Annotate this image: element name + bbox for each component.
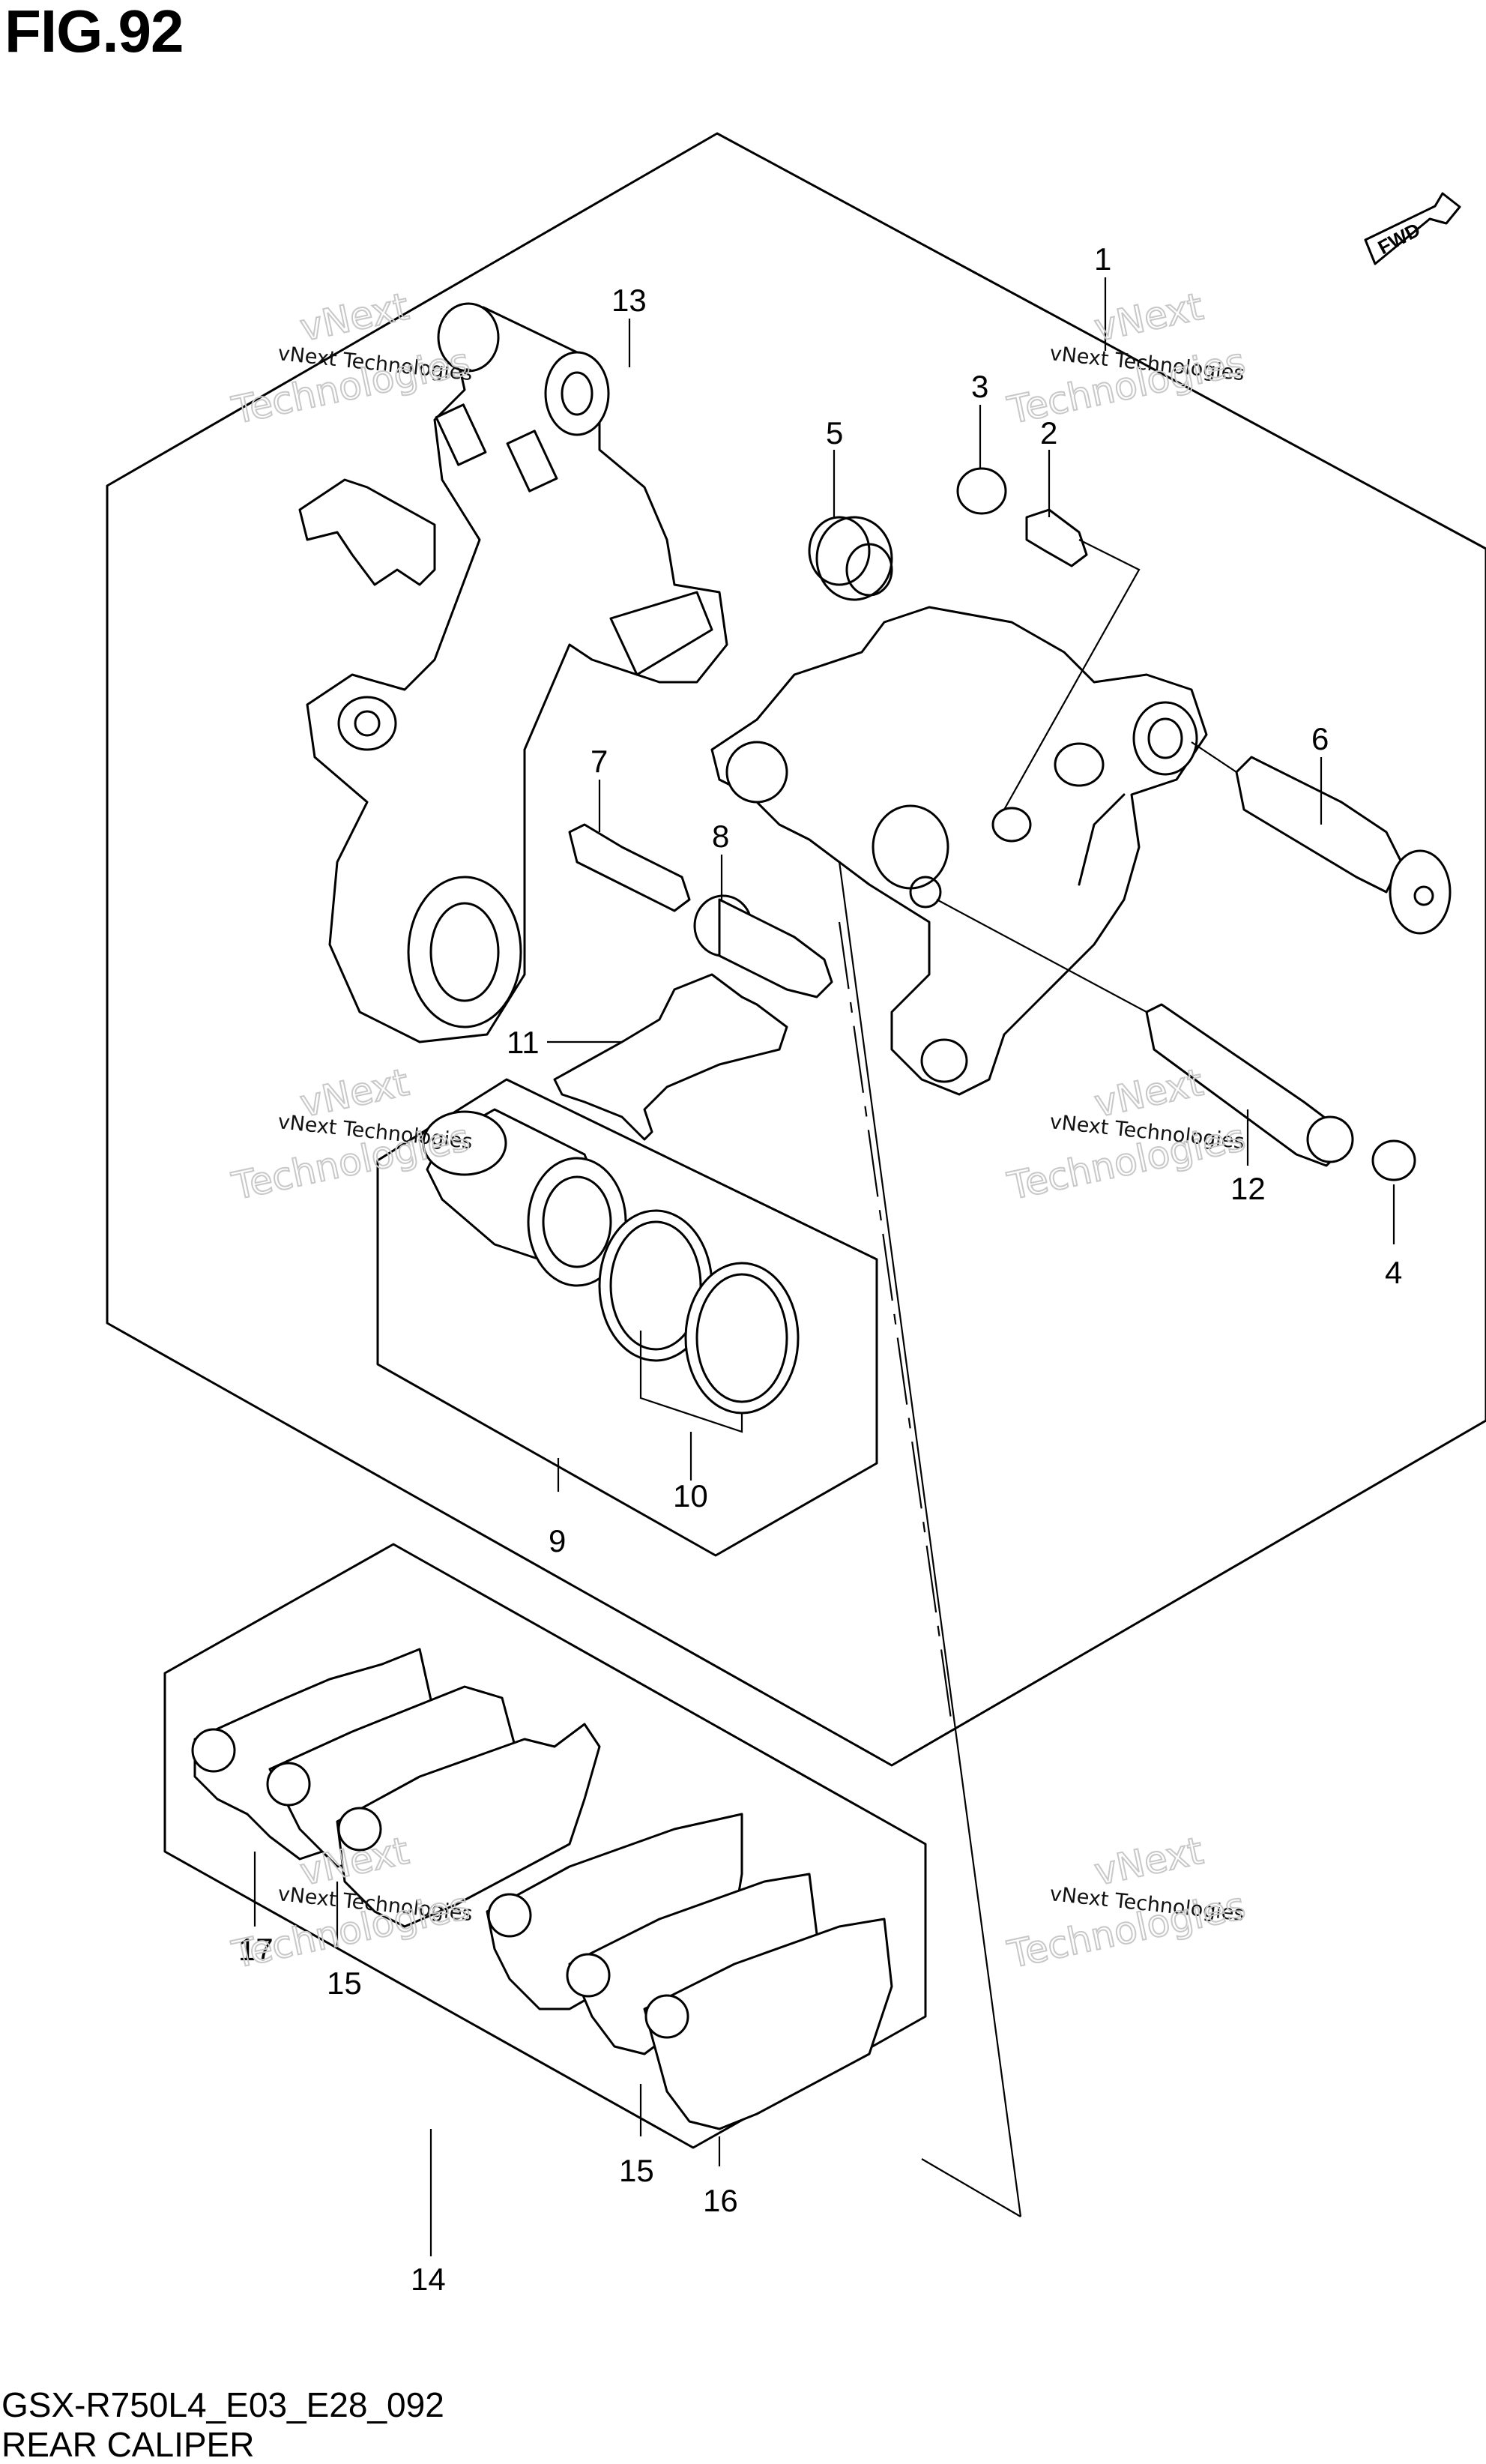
part-7-pin-drawing: [568, 823, 691, 912]
callout-15b: 15: [619, 2153, 654, 2188]
bracket-clip-drawing: [298, 478, 436, 586]
callout-labels: 1 2 3 4 5 6 7 8 9 10 11 12 13 14 15 15 1…: [238, 241, 1402, 2297]
part-6-pin-drawing: [1191, 741, 1452, 935]
caliper-bracket-drawing: [306, 302, 728, 1043]
callout-13: 13: [611, 283, 647, 318]
part-4-plug-drawing: [1371, 1139, 1416, 1181]
svg-text:vNext: vNext: [296, 1061, 412, 1126]
leader-line-pads: [921, 2158, 1021, 2217]
svg-text:vNext: vNext: [1090, 1061, 1206, 1126]
svg-text:vNext: vNext: [1090, 1829, 1206, 1894]
caliper-assembly-outline: [106, 132, 1486, 1767]
leader-line-long: [823, 749, 1022, 2217]
callout-16: 16: [703, 2183, 738, 2218]
callout-12: 12: [1230, 1171, 1266, 1206]
callout-15a: 15: [327, 1966, 362, 2001]
watermark-bottom-right: vNext Technologies vNext Technologies: [1003, 1828, 1249, 1977]
callout-2: 2: [1040, 415, 1057, 451]
part-8-pin-drawing: [693, 894, 833, 998]
callout-3: 3: [971, 369, 988, 404]
watermark-top-right: vNext Technologies vNext Technologies: [1003, 284, 1249, 433]
leader-line-long-2: [838, 921, 953, 1725]
callout-8: 8: [712, 819, 729, 854]
watermark-top-left: vNext Technologies vNext Technologies: [227, 284, 474, 433]
callout-4: 4: [1385, 1255, 1402, 1290]
model-code: GSX-R750L4_E03_E28_092: [1, 2385, 444, 2424]
callout-17: 17: [238, 1932, 274, 1967]
part-5-boot-drawing: [808, 516, 893, 601]
part-11-spring-drawing: [553, 973, 788, 1141]
brake-pads-drawing: [191, 1648, 893, 2130]
piston-and-seals-drawing: [422, 1108, 800, 1415]
caliper-body-drawing: [710, 606, 1208, 1096]
part-3-cap-drawing: [956, 467, 1007, 515]
callout-14: 14: [411, 2262, 446, 2297]
callout-5: 5: [826, 415, 843, 451]
pad-set-outline: [163, 1543, 927, 2149]
part-2-bleeder-drawing: [1003, 508, 1141, 810]
callout-11: 11: [507, 1025, 540, 1060]
part-name: REAR CALIPER: [1, 2425, 255, 2464]
part-12-pin-drawing: [936, 899, 1354, 1167]
svg-text:vNext: vNext: [296, 285, 412, 350]
callout-6: 6: [1311, 721, 1329, 756]
callout-7: 7: [591, 744, 608, 779]
callout-1: 1: [1094, 241, 1111, 277]
fwd-arrow-icon: FWD: [1364, 192, 1461, 265]
callout-9: 9: [549, 1523, 566, 1558]
figure-title: FIG.92: [4, 0, 184, 64]
callout-10: 10: [673, 1478, 708, 1513]
svg-text:vNext: vNext: [1090, 285, 1206, 350]
leader-lines: [253, 277, 1395, 2256]
piston-kit-outline: [376, 1078, 878, 1557]
